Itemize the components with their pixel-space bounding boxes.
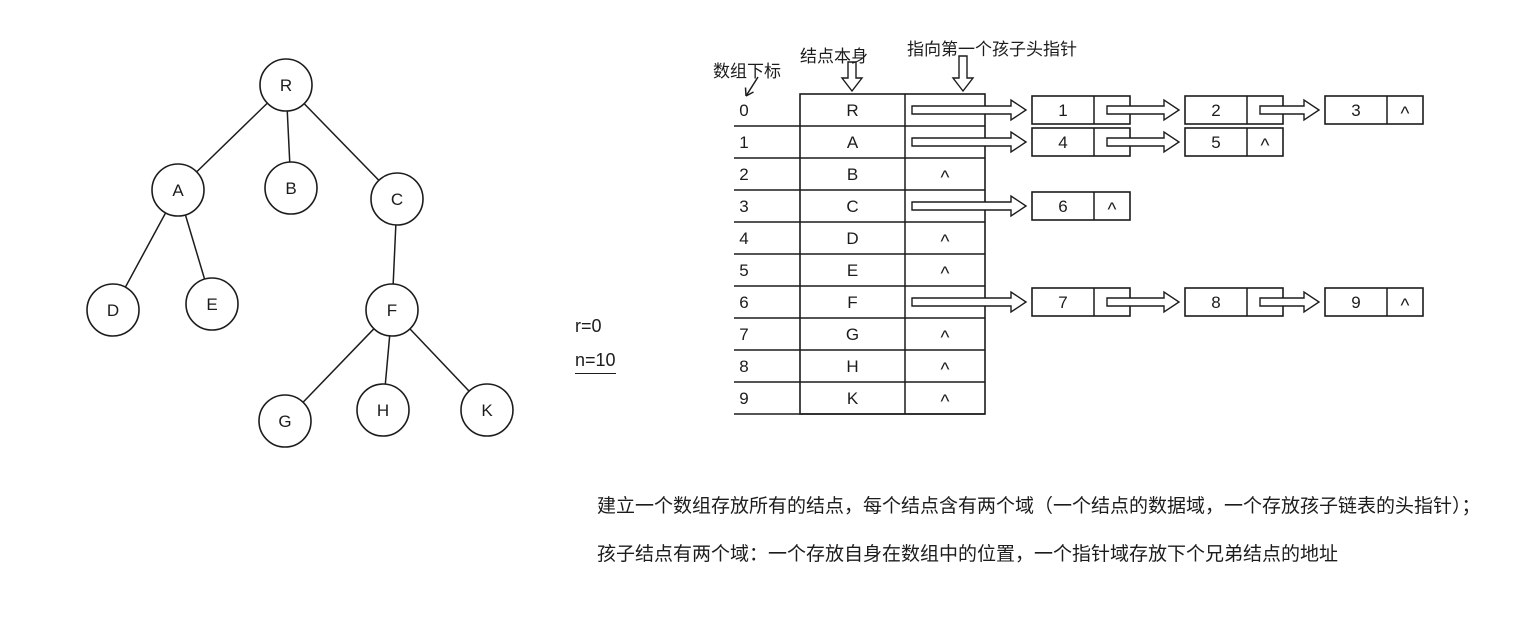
child-node-box (1324, 95, 1424, 125)
tree-node-B (264, 161, 318, 215)
child-node-box (1324, 287, 1424, 317)
array-row-data: G (846, 325, 859, 344)
head-pointer-arrow (911, 194, 1028, 218)
label-array-index: 数组下标 (713, 62, 781, 81)
tree-node-label-G: G (278, 412, 291, 431)
tree-node-label-D: D (107, 301, 119, 320)
array-row-index: 7 (739, 325, 748, 344)
sibling-pointer-arrow (1106, 290, 1181, 314)
tree-node-R (259, 58, 313, 112)
tree-node-label-K: K (481, 401, 493, 420)
head-pointer-arrow (911, 130, 1028, 154)
array-row-data: D (846, 229, 858, 248)
tree-node-F (365, 283, 419, 337)
tree-node-label-B: B (285, 179, 296, 198)
node-column-arrow (840, 61, 864, 93)
child-node-null: ^ (1261, 136, 1270, 157)
array-row-data: A (847, 133, 859, 152)
tree-node-label-F: F (387, 301, 397, 320)
child-node-null: ^ (1401, 104, 1410, 125)
array-row-index: 9 (739, 389, 748, 408)
tree-node-label-A: A (172, 181, 184, 200)
array-row-null: ^ (941, 232, 950, 253)
array-row-data: H (846, 357, 858, 376)
tree-node-D (86, 283, 140, 337)
tree-node-A (151, 163, 205, 217)
child-node-null: ^ (1401, 296, 1410, 317)
child-node-null: ^ (1108, 200, 1117, 221)
array-row-data: K (847, 389, 859, 408)
child-node-value: 7 (1058, 293, 1067, 312)
tree-node-label-H: H (377, 401, 389, 420)
index-label-arrowhead (744, 87, 754, 97)
tree-node-C (370, 172, 424, 226)
head-pointer-arrow (911, 98, 1028, 122)
array-row-null: ^ (941, 328, 950, 349)
annotation-node-count: n=10 (575, 350, 616, 374)
label-first-child-pointer: 指向第一个孩子头指针 (907, 40, 1077, 59)
child-node-value: 6 (1058, 197, 1067, 216)
array-row-null: ^ (941, 360, 950, 381)
array-row-index: 2 (739, 165, 748, 184)
array-row-data: F (847, 293, 857, 312)
array-row-index: 5 (739, 261, 748, 280)
label-node-itself: 结点本身 (800, 47, 868, 66)
child-node-value: 1 (1058, 101, 1067, 120)
head-pointer-arrow (911, 290, 1028, 314)
sibling-pointer-arrow (1259, 290, 1321, 314)
array-row-index: 6 (739, 293, 748, 312)
array-row-null: ^ (941, 168, 950, 189)
tree-node-E (185, 277, 239, 331)
pointer-column-arrow (951, 55, 975, 93)
child-node-value: 8 (1211, 293, 1220, 312)
array-row-index: 3 (739, 197, 748, 216)
sibling-pointer-arrow (1106, 130, 1181, 154)
tree-node-label-C: C (391, 190, 403, 209)
array-row-index: 8 (739, 357, 748, 376)
array-row-null: ^ (941, 392, 950, 413)
sibling-pointer-arrow (1106, 98, 1181, 122)
array-row-index: 4 (739, 229, 748, 248)
array-row-index: 1 (739, 133, 748, 152)
tree-node-H (356, 383, 410, 437)
tree-node-K (460, 383, 514, 437)
tree-node-label-R: R (280, 76, 292, 95)
child-node-value: 5 (1211, 133, 1220, 152)
array-row-data: E (847, 261, 858, 280)
array-row-index: 0 (739, 101, 748, 120)
child-node-value: 2 (1211, 101, 1220, 120)
child-node-value: 9 (1351, 293, 1360, 312)
array-row-null: ^ (941, 264, 950, 285)
child-node-value: 3 (1351, 101, 1360, 120)
child-node-box (1184, 127, 1284, 157)
sibling-pointer-arrow (1259, 98, 1321, 122)
child-node-value: 4 (1058, 133, 1067, 152)
array-row-data: C (846, 197, 858, 216)
note-line-2: 孩子结点有两个域：一个存放自身在数组中的位置，一个指针域存放下个兄弟结点的地址 (597, 544, 1339, 565)
tree-node-label-E: E (206, 295, 217, 314)
array-row-data: B (847, 165, 858, 184)
tree-node-G (258, 394, 312, 448)
index-label-arrow (745, 76, 759, 97)
note-line-1: 建立一个数组存放所有的结点，每个结点含有两个域（一个结点的数据域，一个存放孩子链… (597, 496, 1481, 517)
array-row-data: R (846, 101, 858, 120)
annotation-root-index: r=0 (575, 316, 602, 336)
child-node-box (1031, 191, 1131, 221)
